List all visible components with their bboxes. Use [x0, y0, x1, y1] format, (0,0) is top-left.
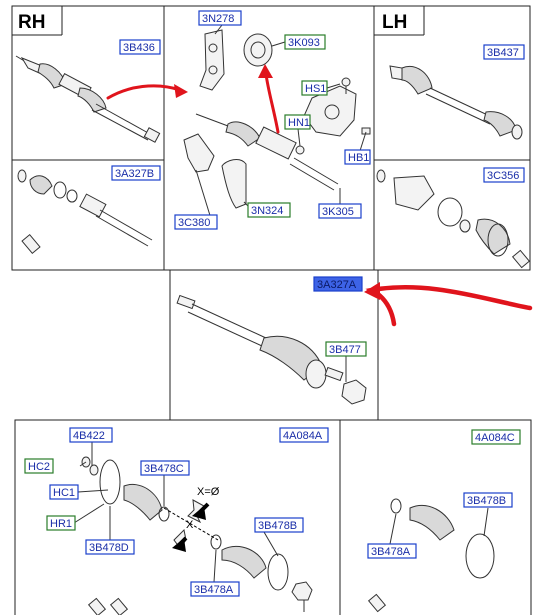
red-arrowhead-seal [258, 64, 273, 78]
label-3n324[interactable]: 3N324 [247, 202, 291, 218]
label-hs1[interactable]: HS1 [301, 80, 328, 96]
svg-text:4A084A: 4A084A [283, 430, 323, 442]
svg-text:3B478A: 3B478A [194, 584, 234, 596]
callout-labels: 3N278 3K093 3B436 3B437 HS1 HN1 HB1 3A3 [24, 10, 525, 597]
lh-side-label: LH [382, 12, 407, 33]
svg-text:3B437: 3B437 [487, 47, 519, 59]
label-3b478a-right[interactable]: 3B478A [367, 543, 417, 559]
label-3b478c[interactable]: 3B478C [140, 460, 190, 476]
red-arrowhead-3a327a [364, 282, 380, 300]
svg-text:3C380: 3C380 [178, 217, 210, 229]
svg-text:HS1: HS1 [305, 83, 326, 95]
red-arrow-rh-to-center [106, 84, 182, 100]
label-3a327a[interactable]: 3A327A [313, 276, 363, 292]
svg-text:3C356: 3C356 [487, 170, 519, 182]
svg-text:3B477: 3B477 [329, 344, 361, 356]
label-4b422[interactable]: 4B422 [69, 427, 113, 443]
leader-lines [73, 24, 489, 612]
clip-3n278-part [199, 29, 225, 91]
svg-text:3B478B: 3B478B [258, 520, 297, 532]
rh-boot-kit-drawing [17, 169, 153, 255]
svg-text:HR1: HR1 [50, 518, 72, 530]
label-4a084a[interactable]: 4A084A [279, 427, 329, 443]
svg-text:HB1: HB1 [348, 152, 369, 164]
center-top-drawing [183, 29, 371, 209]
bottom-left-drawing [81, 456, 313, 615]
lh-driveshaft-drawing [389, 65, 523, 140]
label-3b436[interactable]: 3B436 [119, 39, 161, 55]
rh-side-label: RH [18, 12, 45, 33]
label-3n278[interactable]: 3N278 [198, 10, 242, 26]
svg-text:HC1: HC1 [53, 487, 75, 499]
panel-frames [11, 5, 532, 615]
label-3b478b-right[interactable]: 3B478B [463, 492, 513, 508]
svg-text:3N324: 3N324 [251, 205, 283, 217]
label-3b478d[interactable]: 3B478D [85, 539, 135, 555]
svg-text:3B478C: 3B478C [144, 463, 184, 475]
label-4a084c[interactable]: 4A084C [471, 429, 521, 445]
label-hc2[interactable]: HC2 [24, 458, 54, 474]
label-3b477[interactable]: 3B477 [325, 341, 367, 357]
bracket-3c380-part [183, 133, 215, 173]
svg-text:3B478B: 3B478B [467, 495, 506, 507]
label-hc1[interactable]: HC1 [49, 484, 79, 500]
svg-text:3K093: 3K093 [288, 37, 320, 49]
svg-text:HN1: HN1 [288, 117, 310, 129]
svg-text:3A327A: 3A327A [317, 279, 357, 291]
bottom-right-drawing [367, 498, 495, 613]
clamp-3n324-part [221, 159, 247, 209]
label-hn1[interactable]: HN1 [284, 114, 311, 130]
label-hb1[interactable]: HB1 [344, 149, 371, 165]
svg-text:3N278: 3N278 [202, 13, 234, 25]
svg-text:4A084C: 4A084C [475, 432, 515, 444]
label-3b478b-mid[interactable]: 3B478B [254, 517, 304, 533]
x-equals-empty-annotation: X=Ø [197, 486, 220, 498]
direction-arrows: X=Ø X [163, 486, 220, 552]
label-3a327b[interactable]: 3A327B [111, 165, 161, 181]
label-3b437[interactable]: 3B437 [483, 44, 525, 60]
lh-panel [373, 5, 531, 271]
svg-text:HC2: HC2 [28, 461, 50, 473]
label-3k093[interactable]: 3K093 [284, 34, 326, 50]
svg-text:4B422: 4B422 [73, 430, 105, 442]
red-arrow-to-3a327a [365, 285, 533, 327]
svg-text:3K305: 3K305 [322, 206, 354, 218]
x-mark-annotation: X [186, 519, 194, 531]
center-mid-drawing [176, 294, 367, 405]
center-bearing-part [255, 126, 297, 160]
seal-3k093-part [243, 33, 273, 67]
label-3c380[interactable]: 3C380 [174, 214, 218, 230]
bottom-right-panel [339, 419, 532, 615]
lh-boot-kit-drawing [376, 169, 531, 269]
hub-nut-part [341, 379, 367, 405]
red-arrowhead-rh [174, 84, 188, 98]
rh-driveshaft-drawing [15, 55, 161, 143]
label-3c356[interactable]: 3C356 [483, 167, 525, 183]
svg-text:3B478D: 3B478D [89, 542, 129, 554]
svg-text:3B436: 3B436 [123, 42, 155, 54]
red-arrows [106, 64, 533, 327]
label-3b478a-mid[interactable]: 3B478A [190, 581, 240, 597]
svg-text:3B478A: 3B478A [371, 546, 411, 558]
svg-text:3A327B: 3A327B [115, 168, 154, 180]
label-hr1[interactable]: HR1 [46, 515, 76, 531]
label-3k305[interactable]: 3K305 [318, 203, 362, 219]
red-arrow-to-seal [264, 72, 280, 134]
